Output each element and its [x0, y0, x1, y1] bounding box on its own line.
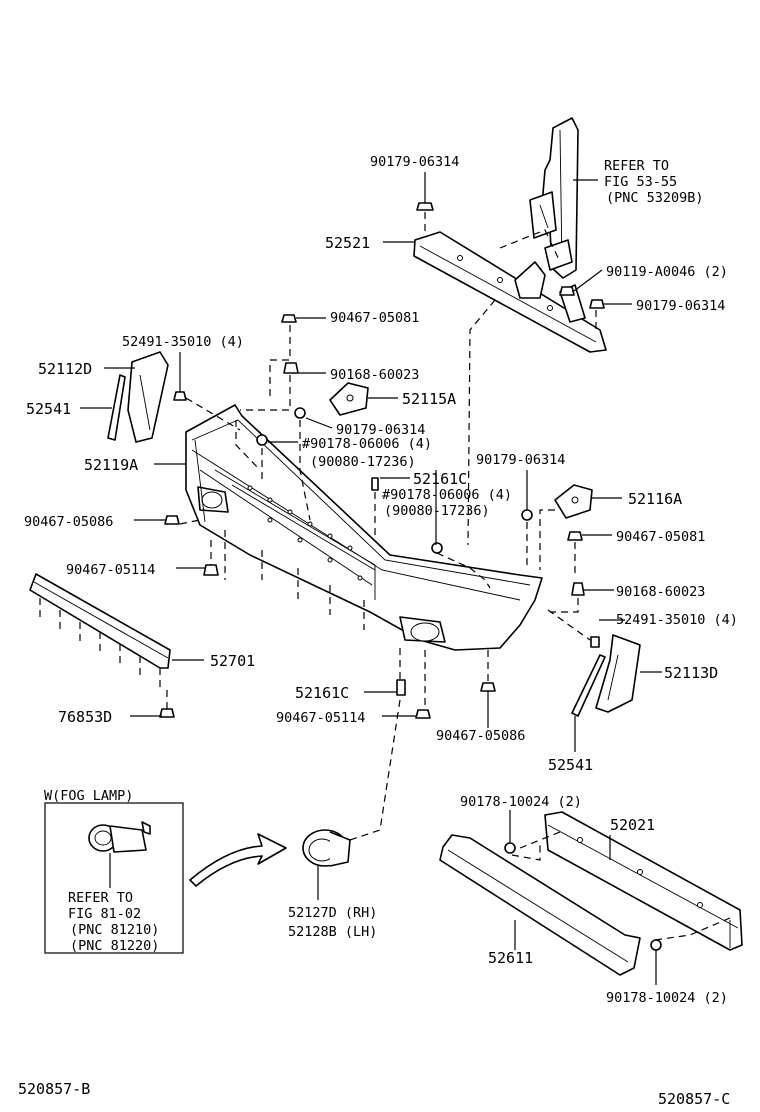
label-52119a: 52119A — [84, 456, 138, 474]
assembly-lines — [39, 212, 731, 941]
label-52491-35010-right: 52491-35010 (4) — [616, 612, 738, 628]
label-90467-05081-right: 90467-05081 — [616, 529, 705, 545]
label-90179-06314-mid: 90179-06314 — [336, 422, 425, 438]
bracket-52116a — [554, 484, 593, 519]
label-52541-right: 52541 — [548, 756, 593, 774]
label-90080-17236-a: (90080-17236) — [310, 454, 416, 470]
fog-lamp-bezel-52127d — [302, 829, 351, 867]
label-90467-05081-top: 90467-05081 — [330, 310, 419, 326]
label-90178-06006-b: #90178-06006 (4) — [382, 487, 512, 503]
label-refer-fig: FIG 53-55 — [604, 174, 677, 190]
label-52701: 52701 — [210, 652, 255, 670]
diagram-code-left: 520857-B — [18, 1080, 90, 1098]
label-90467-05114-bottom: 90467-05114 — [276, 710, 365, 726]
bracket-52115a — [329, 382, 369, 416]
label-fog-pnc-2: (PNC 81220) — [70, 938, 159, 954]
label-90119-a0046: 90119-A0046 (2) — [606, 264, 728, 280]
retainer-52112d — [127, 351, 169, 443]
label-52611: 52611 — [488, 949, 533, 967]
label-90168-60023-right: 90168-60023 — [616, 584, 705, 600]
label-90178-06006-a: #90178-06006 (4) — [302, 436, 432, 452]
radiator-support-upright — [529, 117, 579, 279]
label-90467-05086-bottom: 90467-05086 — [436, 728, 525, 744]
label-52113d: 52113D — [664, 664, 718, 682]
label-90179-06314-top: 90179-06314 — [370, 154, 459, 170]
label-52116a: 52116A — [628, 490, 682, 508]
fog-lamp-inset — [44, 802, 184, 954]
label-90168-60023-top: 90168-60023 — [330, 367, 419, 383]
label-52115a: 52115A — [402, 390, 456, 408]
strip-52541-left — [107, 374, 126, 441]
label-76853d: 76853D — [58, 708, 112, 726]
label-52541-left: 52541 — [26, 400, 71, 418]
label-52128b: 52128B (LH) — [288, 924, 377, 940]
label-52521: 52521 — [325, 234, 370, 252]
label-90080-17236-b: (90080-17236) — [384, 503, 490, 519]
lip-52701 — [29, 573, 171, 669]
label-52021: 52021 — [610, 816, 655, 834]
label-52161c-bottom: 52161C — [295, 684, 349, 702]
label-90178-10024-top: 90178-10024 (2) — [460, 794, 582, 810]
label-52161c-top: 52161C — [413, 470, 467, 488]
absorber-52611 — [439, 834, 641, 976]
fasteners — [159, 202, 662, 951]
label-refer-to: REFER TO — [604, 158, 669, 174]
label-52127d: 52127D (RH) — [288, 905, 377, 921]
reinforcement-52021 — [544, 811, 743, 951]
label-90179-06314-right: 90179-06314 — [636, 298, 725, 314]
leader-lines — [80, 172, 662, 985]
bumper-cover-52119a — [185, 404, 543, 651]
label-90467-05086-left: 90467-05086 — [24, 514, 113, 530]
label-fog-fig: FIG 81-02 — [68, 906, 141, 922]
strip-52541-right — [571, 654, 606, 717]
label-52491-35010-left: 52491-35010 (4) — [122, 334, 244, 350]
label-fog-refer: REFER TO — [68, 890, 133, 906]
label-90179-06314-midright: 90179-06314 — [476, 452, 565, 468]
label-fog-lamp-title: W(FOG LAMP) — [44, 788, 133, 804]
label-fog-pnc-1: (PNC 81210) — [70, 922, 159, 938]
retainer-52113d — [595, 634, 641, 713]
upper-support-52521 — [413, 231, 607, 353]
label-90467-05114-left: 90467-05114 — [66, 562, 155, 578]
label-90178-10024-bottom: 90178-10024 (2) — [606, 990, 728, 1006]
label-52112d: 52112D — [38, 360, 92, 378]
label-refer-pnc: (PNC 53209B) — [606, 190, 704, 206]
diagram-code-right: 520857-C — [658, 1090, 730, 1108]
arrow-icon — [189, 833, 287, 887]
